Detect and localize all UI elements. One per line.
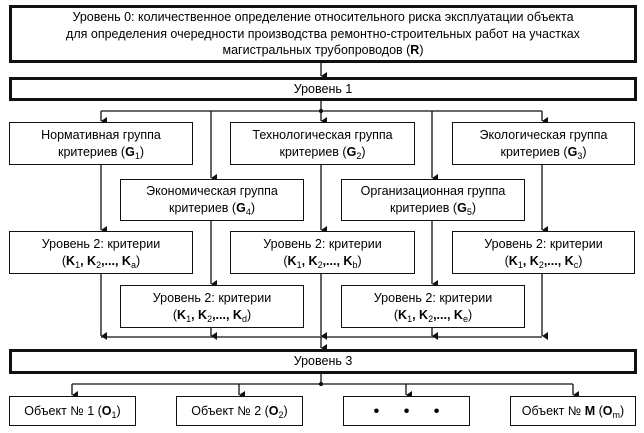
group-normative-box: Нормативная группа критериев (G1)	[9, 122, 193, 165]
criteria-list: (K1, K2,..., Kd)	[172, 307, 252, 324]
object-label: Объект № 2 (O2)	[191, 403, 288, 420]
group-organizational-box: Организационная группа критериев (G5)	[341, 179, 525, 221]
group-title: Экологическая группа	[479, 127, 608, 142]
criteria-list: (K1, K2,..., Ka)	[61, 253, 141, 270]
level3-label: Уровень 3	[293, 354, 353, 368]
criteria-list: (K1, K2,..., Ke)	[393, 307, 473, 324]
group-subtitle: критериев (G5)	[389, 201, 477, 217]
level1-box: Уровень 1	[9, 77, 637, 101]
object-label: Объект № 1 (O1)	[24, 403, 121, 420]
ellipsis-icon: • • •	[373, 402, 450, 420]
criteria-title: Уровень 2: критерии	[484, 236, 603, 251]
criteria-b-box: Уровень 2: критерии (K1, K2,..., Kb)	[230, 231, 415, 274]
object-label: Объект № M (Om)	[521, 403, 625, 420]
object-m-box: Объект № M (Om)	[510, 396, 636, 426]
group-subtitle: критериев (G1)	[57, 144, 145, 161]
criteria-list: (K1, K2,..., Kb)	[283, 253, 362, 270]
group-title: Технологическая группа	[252, 127, 393, 142]
criteria-d-box: Уровень 2: критерии (K1, K2,..., Kd)	[120, 285, 304, 328]
group-subtitle: критериев (G3)	[500, 144, 587, 161]
criteria-title: Уровень 2: критерии	[373, 290, 493, 305]
criteria-c-box: Уровень 2: критерии (K1, K2,..., Kc)	[452, 231, 635, 274]
level0-line1: Уровень 0: количественное определение от…	[72, 10, 574, 25]
criteria-title: Уровень 2: критерии	[263, 236, 382, 251]
criteria-list: (K1, K2,..., Kc)	[504, 253, 583, 270]
group-economic-box: Экономическая группа критериев (G4)	[120, 179, 304, 221]
level0-line3: магистральных трубопроводов (R)	[222, 43, 424, 58]
level3-box: Уровень 3	[9, 349, 637, 374]
group-title: Организационная группа	[360, 184, 506, 198]
group-technological-box: Технологическая группа критериев (G2)	[230, 122, 415, 165]
criteria-e-box: Уровень 2: критерии (K1, K2,..., Ke)	[341, 285, 525, 328]
group-subtitle: критериев (G2)	[279, 144, 366, 161]
level0-symbol: R	[410, 43, 420, 58]
level0-box: Уровень 0: количественное определение от…	[9, 5, 637, 63]
criteria-title: Уровень 2: критерии	[41, 236, 161, 251]
object-1-box: Объект № 1 (O1)	[9, 396, 136, 426]
object-2-box: Объект № 2 (O2)	[176, 396, 303, 426]
level1-label: Уровень 1	[293, 81, 353, 96]
group-title: Нормативная группа	[41, 127, 161, 142]
group-ecological-box: Экологическая группа критериев (G3)	[452, 122, 635, 165]
level0-line2: для определения очередности производства…	[66, 26, 580, 41]
criteria-title: Уровень 2: критерии	[152, 290, 272, 305]
object-ellipsis-box: • • •	[343, 396, 470, 426]
group-subtitle: критериев (G4)	[168, 201, 256, 217]
criteria-a-box: Уровень 2: критерии (K1, K2,..., Ka)	[9, 231, 193, 274]
group-title: Экономическая группа	[146, 184, 278, 198]
